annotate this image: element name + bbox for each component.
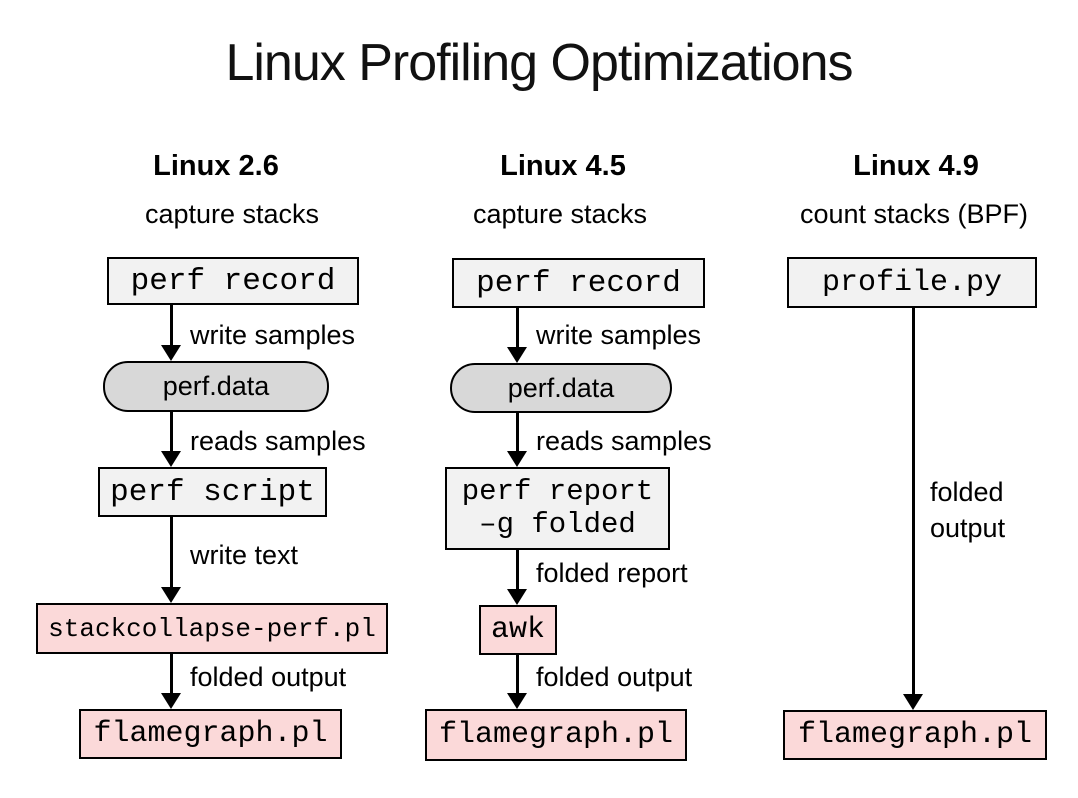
column-header-linux-4-5: Linux 4.5 [500, 150, 626, 182]
node-col2-flamegraph: flamegraph.pl [425, 709, 687, 761]
page-title: Linux Profiling Optimizations [225, 34, 853, 92]
arrow-col2-folded-output-line [516, 655, 519, 694]
node-col1-flamegraph: flamegraph.pl [79, 709, 342, 759]
arrow-col2-reads-samples-line [516, 413, 519, 452]
arrow-col2-write-samples-arrowhead-icon [507, 347, 527, 363]
arrow-col2-write-samples-line [516, 308, 519, 348]
node-col2-awk: awk [479, 605, 557, 655]
arrow-col1-write-samples-line [170, 305, 173, 346]
node-col3-flamegraph: flamegraph.pl [783, 710, 1047, 760]
node-col2-perf-report-line1: perf report [461, 475, 654, 509]
node-col2-perf-report-line2: –g folded [479, 507, 636, 541]
arrow-col1-write-samples-arrowhead-icon [161, 345, 181, 361]
column-header-linux-4-9: Linux 4.9 [853, 150, 979, 182]
node-col2-perf-report-g-folded: perf report –g folded [445, 467, 670, 550]
arrow-col2-folded-output-arrowhead-icon [507, 693, 527, 709]
arrow-col1-reads-samples-line [170, 412, 173, 452]
col3-step-label: count stacks (BPF) [799, 199, 1029, 229]
col2-step-label: capture stacks [472, 199, 648, 229]
edge-col2-write-samples: write samples [536, 320, 702, 350]
node-col1-perf-script: perf script [98, 467, 327, 517]
arrow-col1-reads-samples-arrowhead-icon [161, 451, 181, 467]
edge-col2-reads-samples: reads samples [536, 426, 712, 456]
arrow-col1-write-text-arrowhead-icon [161, 587, 181, 603]
edge-col3-folded-output-line1: folded [930, 477, 1004, 507]
column-header-linux-2-6: Linux 2.6 [153, 150, 279, 182]
arrow-col3-folded-output-arrowhead-icon [903, 694, 923, 710]
arrow-col1-write-text-line [170, 517, 173, 588]
node-col2-perf-data: perf.data [450, 363, 672, 413]
edge-col1-reads-samples: reads samples [190, 426, 366, 456]
node-col3-profile-py: profile.py [787, 257, 1037, 308]
edge-col1-write-samples: write samples [190, 320, 356, 350]
col1-step-label: capture stacks [144, 199, 320, 229]
arrow-col1-folded-output-arrowhead-icon [161, 693, 181, 709]
node-col1-perf-data: perf.data [103, 361, 329, 412]
arrow-col2-reads-samples-arrowhead-icon [507, 451, 527, 467]
node-col1-perf-record: perf record [107, 257, 359, 305]
edge-col2-folded-report: folded report [536, 558, 688, 588]
edge-col1-write-text: write text [190, 540, 299, 570]
edge-col2-folded-output: folded output [536, 662, 693, 692]
arrow-col1-folded-output-line [170, 654, 173, 694]
node-col2-perf-record: perf record [452, 258, 705, 308]
node-col1-stackcollapse-perf: stackcollapse-perf.pl [36, 603, 388, 654]
edge-col1-folded-output: folded output [190, 662, 347, 692]
arrow-col2-folded-report-line [516, 550, 519, 590]
edge-col3-folded-output: folded output [930, 474, 1005, 546]
arrow-col3-folded-output-line [912, 308, 915, 695]
edge-col3-folded-output-line2: output [930, 513, 1006, 543]
arrow-col2-folded-report-arrowhead-icon [507, 589, 527, 605]
